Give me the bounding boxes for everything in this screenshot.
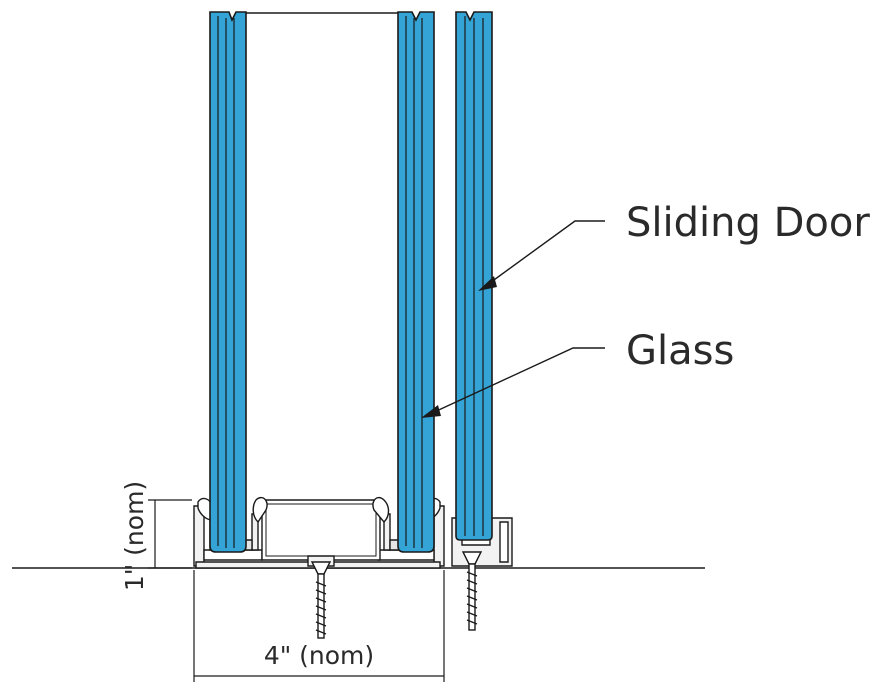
anchor-screw-right: [461, 551, 483, 631]
glass-leader: [421, 347, 605, 418]
width-dimension-label: 4" (nom): [264, 641, 374, 670]
glass-pane-left: [209, 11, 247, 553]
sliding-door-pane: [455, 11, 493, 541]
glass-callout: Glass: [626, 328, 734, 374]
glass-pane-right: [397, 11, 435, 553]
height-dimension: [148, 499, 192, 569]
width-dimension: [193, 570, 445, 682]
sliding-door-leader: [478, 220, 605, 291]
height-dimension-label: 1" (nom): [120, 481, 149, 591]
sliding-door-callout: Sliding Door: [626, 200, 870, 246]
anchor-screw-left: [310, 561, 332, 639]
